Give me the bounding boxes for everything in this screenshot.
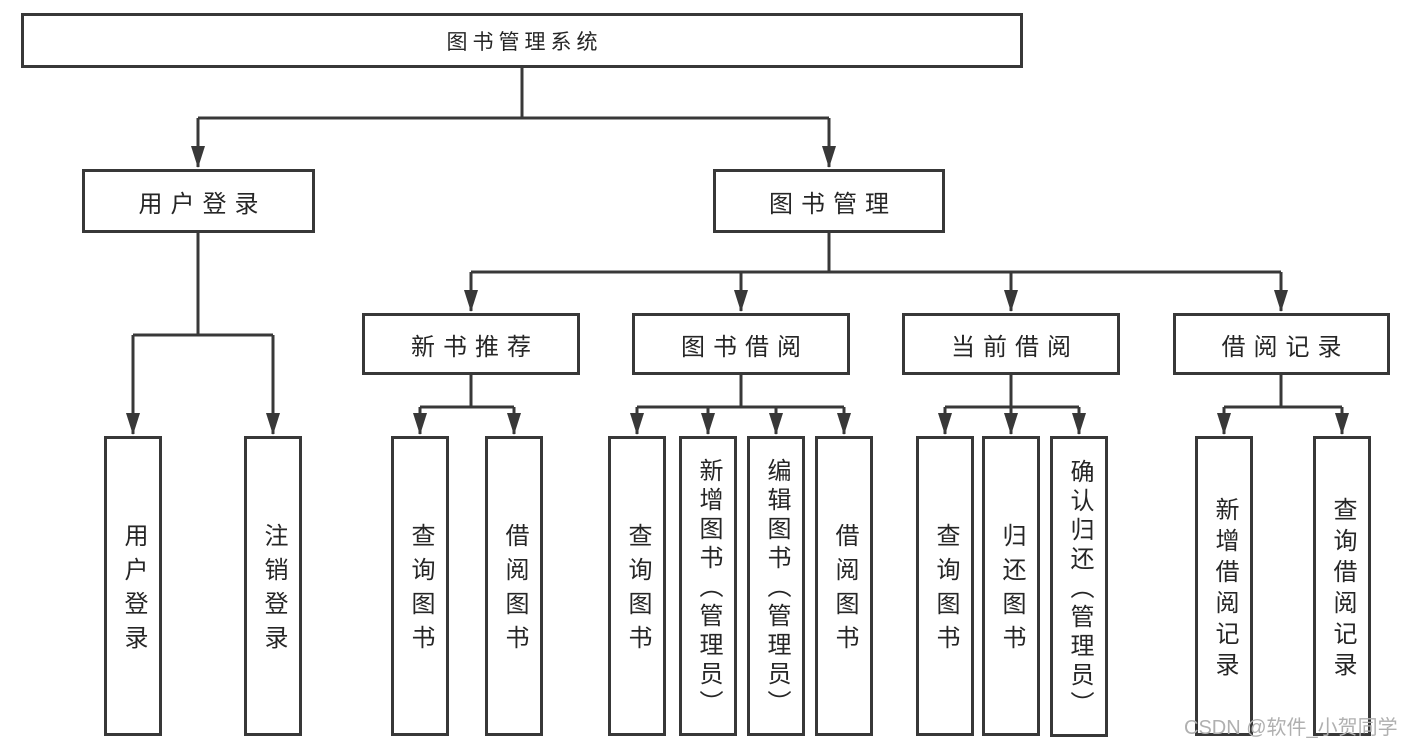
node-user-login-branch: 用户登录 bbox=[82, 169, 315, 233]
leaf-query-borrow-record: 查询借阅记录 bbox=[1313, 436, 1371, 736]
node-book-borrow: 图书借阅 bbox=[632, 313, 850, 375]
node-borrow-records: 借阅记录 bbox=[1173, 313, 1390, 375]
node-label: 新增图书（管理员） bbox=[695, 458, 722, 719]
node-label: 新增借阅记录 bbox=[1211, 496, 1238, 683]
leaf-add-borrow-record: 新增借阅记录 bbox=[1195, 436, 1253, 736]
leaf-edit-book-admin: 编辑图书（管理员） bbox=[747, 436, 805, 736]
node-label: 确认归还（管理员） bbox=[1066, 458, 1093, 720]
node-book-management-branch: 图书管理 bbox=[713, 169, 945, 233]
node-label: 查询图书 bbox=[932, 523, 959, 659]
leaf-query-books-recommend: 查询图书 bbox=[391, 436, 449, 736]
node-label: 编辑图书（管理员） bbox=[763, 458, 790, 719]
node-label: 图书管理 bbox=[769, 190, 897, 218]
leaf-logout: 注销登录 bbox=[244, 436, 302, 736]
leaf-borrow-books: 借阅图书 bbox=[815, 436, 873, 736]
node-label: 用户登录 bbox=[138, 190, 267, 218]
node-label: 图书管理系统 bbox=[446, 30, 603, 54]
node-label: 查询图书 bbox=[407, 523, 434, 659]
leaf-return-book: 归还图书 bbox=[982, 436, 1040, 736]
leaf-add-book-admin: 新增图书（管理员） bbox=[679, 436, 737, 736]
node-new-book-recommend: 新书推荐 bbox=[362, 313, 580, 375]
node-label: 新书推荐 bbox=[411, 333, 539, 361]
node-current-borrow: 当前借阅 bbox=[902, 313, 1120, 375]
node-label: 归还图书 bbox=[998, 523, 1025, 659]
leaf-query-books-borrow: 查询图书 bbox=[608, 436, 666, 736]
leaf-confirm-return-admin: 确认归还（管理员） bbox=[1050, 436, 1108, 737]
node-label: 图书借阅 bbox=[681, 333, 809, 361]
leaf-query-books-current: 查询图书 bbox=[916, 436, 974, 736]
node-label: 借阅图书 bbox=[501, 523, 528, 659]
node-label: 借阅记录 bbox=[1221, 333, 1350, 361]
leaf-borrow-books-recommend: 借阅图书 bbox=[485, 436, 543, 736]
csdn-watermark: CSDN @软件_小贺同学 bbox=[1184, 717, 1398, 739]
node-label: 注销登录 bbox=[260, 523, 287, 659]
node-label: 查询图书 bbox=[624, 523, 651, 659]
leaf-user-login: 用户登录 bbox=[104, 436, 162, 736]
node-label: 用户登录 bbox=[120, 523, 147, 659]
node-root-library-system: 图书管理系统 bbox=[21, 13, 1023, 68]
node-label: 借阅图书 bbox=[831, 523, 858, 659]
node-label: 当前借阅 bbox=[951, 333, 1079, 361]
node-label: 查询借阅记录 bbox=[1329, 496, 1356, 683]
